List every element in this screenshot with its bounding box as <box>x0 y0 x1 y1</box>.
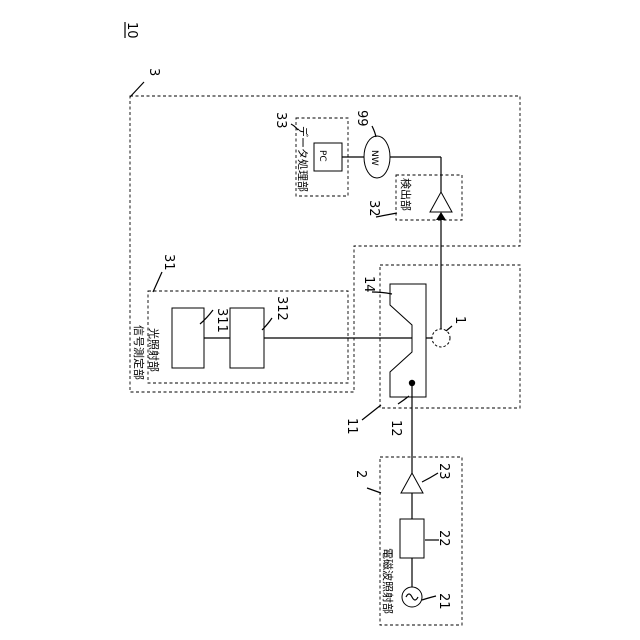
signal-measurement-ref: 31 <box>161 254 176 271</box>
figure-number-group: 10 <box>124 22 139 39</box>
network-label: NW <box>369 150 379 166</box>
source-leader <box>422 596 436 600</box>
element-14-leader <box>372 292 392 294</box>
signal-measurement-leader <box>153 272 162 292</box>
block-311 <box>172 308 204 368</box>
sample-spot-leader <box>446 326 452 331</box>
amplifier-leader <box>422 473 438 482</box>
data-processing-ref: 33 <box>273 112 288 129</box>
filter-ref: 22 <box>436 530 451 547</box>
em-wave-leader <box>367 488 381 493</box>
amplifier-icon <box>401 473 423 493</box>
detection-label: 検出部 <box>399 178 413 211</box>
signal-measurement-label: 信号測定部 <box>132 325 146 380</box>
sample-holder-ref: 11 <box>344 418 359 435</box>
source-ref: 21 <box>436 593 451 610</box>
device-ref: 3 <box>146 68 161 76</box>
block-312-ref: 312 <box>274 296 289 321</box>
sample-holder-leader <box>362 405 381 420</box>
network-ref: 99 <box>354 110 369 127</box>
element-14-ref: 14 <box>361 276 376 293</box>
sample-spot-ref: 1 <box>452 316 467 324</box>
element-14 <box>390 284 426 397</box>
signal-path-arrowhead <box>436 212 446 220</box>
pc-label: PC <box>317 150 327 162</box>
detection-ref: 32 <box>366 200 381 217</box>
feed-line-ref: 12 <box>388 420 403 437</box>
block-312 <box>230 308 264 368</box>
em-wave-label: 電磁波照射部 <box>381 548 395 614</box>
data-processing-label: データ処理部 <box>296 126 310 192</box>
em-wave-ref: 2 <box>353 470 368 478</box>
light-irradiation-label: 光照射部 <box>147 328 161 372</box>
network-leader <box>372 126 376 137</box>
sample-spot <box>432 329 450 347</box>
feed-point-dot <box>409 380 415 386</box>
device-ref-leader <box>130 82 144 97</box>
block-311-ref: 311 <box>214 308 229 333</box>
filter-block <box>400 519 424 558</box>
detector-amp-icon <box>430 192 452 212</box>
amplifier-ref: 23 <box>436 463 451 480</box>
figure-number: 10 <box>124 22 139 39</box>
